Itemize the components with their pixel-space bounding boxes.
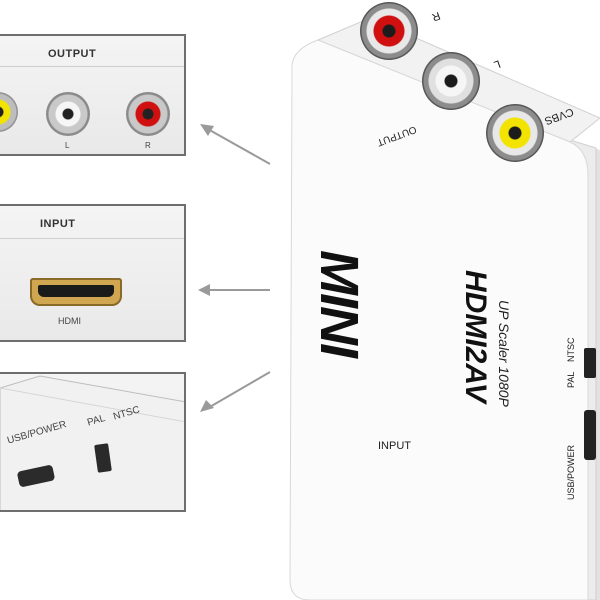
hdmi-label: HDMI [58, 316, 81, 326]
left-channel-label: L [65, 141, 70, 150]
panel-divider [0, 66, 184, 67]
white-output-jack [422, 52, 480, 110]
side-pal-ntsc-switch [584, 348, 596, 378]
side-ntsc-label: NTSC [566, 337, 576, 363]
red-output-jack [360, 2, 418, 60]
red-rca-jack [126, 92, 170, 136]
input-callout-panel: INPUT HDMI [0, 204, 186, 342]
panel-divider [0, 238, 184, 239]
output-callout-title: OUTPUT [48, 48, 97, 60]
device-model-name: HDMI2AV [459, 270, 492, 403]
side-usb-power-label: USB/POWER [566, 444, 576, 500]
input-pointer-arrow [198, 284, 270, 296]
white-rca-jack [46, 92, 90, 136]
side-callout-panel: USB/POWER PAL NTSC [0, 372, 186, 512]
device-subtitle: UP Scaler 1080P [496, 300, 512, 407]
device-brand-logo: MINI [309, 250, 369, 356]
output-callout-panel: OUTPUT L R [0, 34, 186, 156]
yellow-rca-jack [0, 92, 18, 132]
hdmi-port-slot [38, 285, 114, 297]
side-pal-label: PAL [566, 371, 576, 388]
side-edge-drawing [0, 375, 184, 510]
side-mini-usb-port [584, 410, 596, 460]
input-callout-title: INPUT [40, 218, 76, 230]
device-input-label: INPUT [378, 440, 411, 452]
yellow-output-jack [486, 104, 544, 162]
hdmi-port [30, 278, 122, 306]
side-pointer-arrow [200, 371, 271, 412]
output-pointer-arrow [200, 124, 271, 165]
right-channel-label: R [145, 141, 151, 150]
